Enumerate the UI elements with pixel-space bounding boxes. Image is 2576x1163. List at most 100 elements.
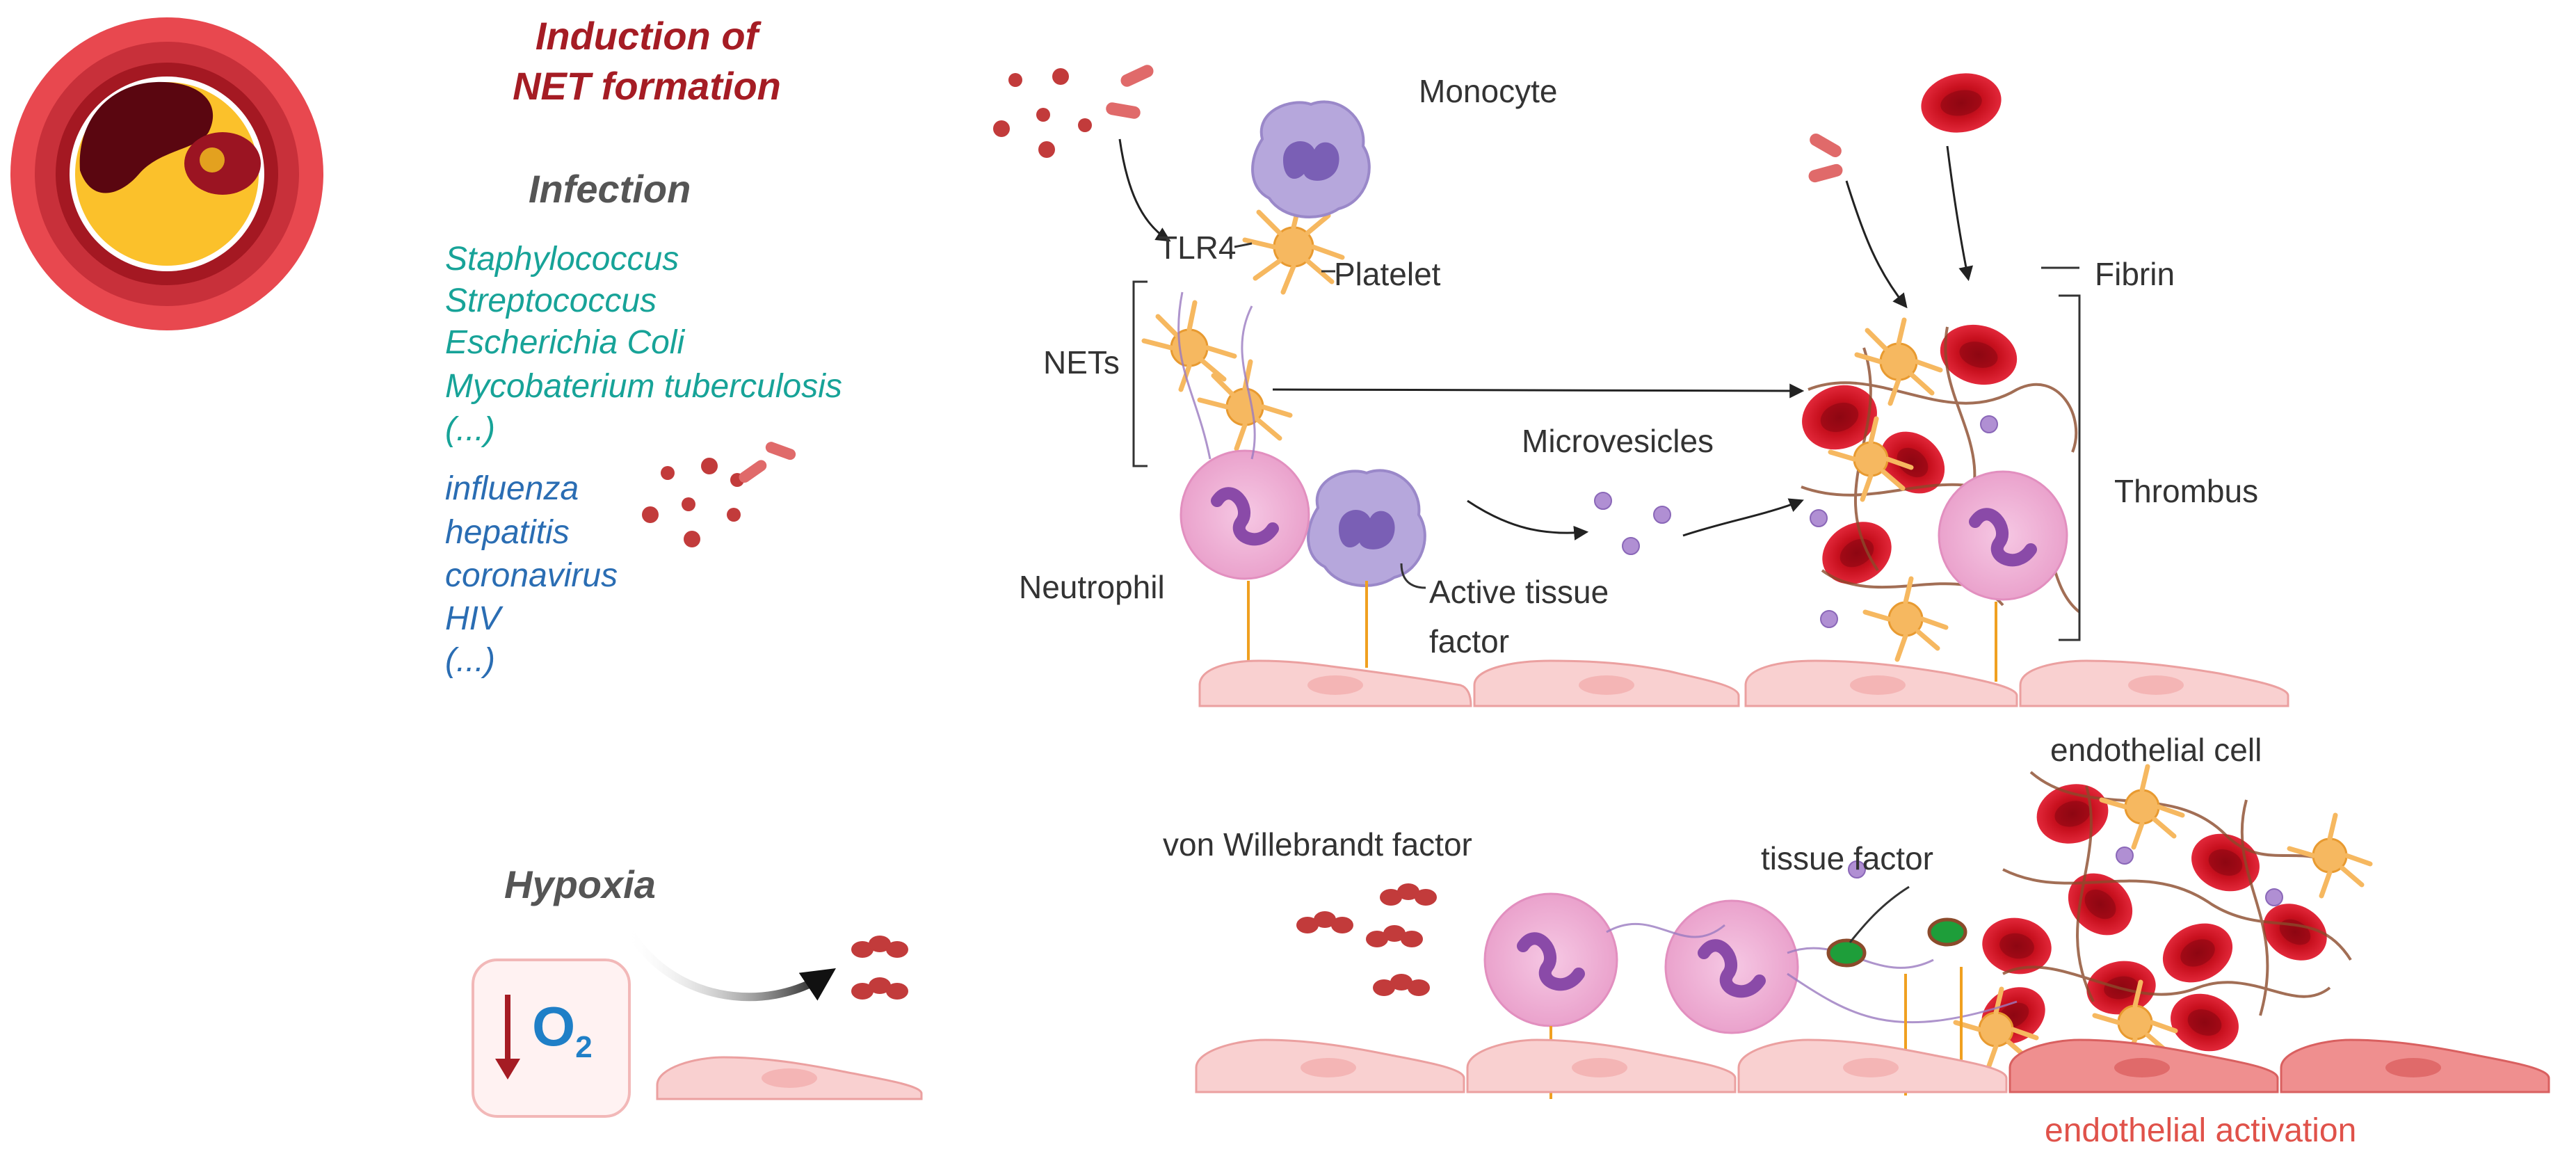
brackets [1132, 242, 2081, 943]
platelet-icon [2099, 764, 2185, 850]
microvesicle-icon [1848, 860, 1866, 879]
vwf-label: von Willebrandt factor [1163, 826, 1472, 863]
virus-item: (...) [445, 642, 495, 679]
thrombus-label: Thrombus [2114, 473, 2259, 509]
neutrophil-icon [1938, 470, 2068, 601]
down-arrow-icon [495, 995, 520, 1080]
endothelial-cell-icon [1744, 659, 2018, 707]
microvesicle-icon [1622, 537, 1640, 555]
tissue-factor-leader [1849, 885, 1910, 943]
monocyte-icon [1307, 469, 1426, 587]
vwf-icon [1373, 974, 1430, 996]
microvesicle-icon [1810, 509, 1828, 527]
arrow-microvesicles-to-thrombus [1682, 498, 1804, 537]
neutrophil-icon [1180, 449, 1310, 580]
monocytes [1251, 100, 1426, 587]
microvesicle-icon [1653, 506, 1671, 524]
platelet-icon [1862, 576, 1949, 662]
virus-item: coronavirus [445, 557, 618, 594]
platelets [1141, 195, 2373, 1073]
vwf-multimers [851, 883, 1437, 1000]
rbc-icon [1880, 431, 1945, 494]
title-line-2: NET formation [513, 64, 781, 108]
arrow-monocyte-to-microvesicles [1467, 499, 1589, 540]
rbc-icon [1802, 385, 1877, 450]
rbc-icon [1940, 324, 2018, 385]
rbc-icon [2068, 873, 2133, 936]
platelet-icon [1953, 986, 2039, 1073]
bacteria-item: Staphylococcus [445, 241, 679, 278]
platelet-icon [1242, 195, 1345, 295]
rbc-icon [2171, 993, 2239, 1052]
neutrophil-label: Neutrophil [1019, 569, 1165, 605]
active-tissue-factor-label-line-1: Active tissue [1429, 574, 1609, 610]
title-line-1: Induction of [535, 14, 759, 58]
microvesicles [1594, 415, 2283, 906]
neutrophil-icon [1664, 899, 1799, 1034]
rbc-icon [2263, 904, 2327, 961]
arrows [1118, 138, 1974, 540]
tissue-factor-label: tissue factor [1761, 840, 1933, 876]
thrombus-bracket [2059, 294, 2081, 641]
endothelial-cell-icon [2019, 659, 2289, 707]
vwf-icon [1296, 911, 1353, 933]
vwf-icon [1380, 883, 1437, 906]
arrow-bacteria-to-thrombus [1845, 180, 1908, 309]
vwf-icon [1366, 925, 1423, 947]
microvesicle-icon [1820, 610, 1838, 628]
microvesicle-icon [1594, 492, 1612, 510]
rbc-icon [1982, 917, 2052, 974]
bacteria-item: Streptococcus [445, 282, 657, 319]
monocyte-icon [1251, 100, 1371, 218]
endothelial-cell-icon [1198, 659, 1472, 707]
fibrin-label: Fibrin [2095, 256, 2175, 292]
vwf-icon [851, 936, 908, 958]
platelet-icon [1828, 416, 1914, 502]
bacteria-item: Mycobaterium tuberculosis [445, 368, 842, 405]
endothelial-cell-icon [656, 1056, 923, 1100]
nets-bracket [1132, 280, 1148, 467]
virus-item: hepatitis [445, 514, 570, 551]
nets-label: NETs [1043, 344, 1120, 380]
microvesicle-icon [2265, 888, 2283, 906]
endothelial-cell-label: endothelial cell [2050, 732, 2262, 768]
microvesicle-icon [2116, 847, 2134, 865]
neutrophils [1180, 449, 2068, 1034]
tissue-factor-icon [1826, 938, 1867, 968]
active-tissue-factor-leader [1400, 563, 1426, 589]
rbc-icon [1822, 522, 1892, 584]
hypoxia-heading: Hypoxia [504, 863, 656, 906]
tissue-factor-icon [1927, 917, 1967, 947]
microvesicle-icon [1980, 415, 1998, 433]
o2-label: O2 [532, 995, 593, 1064]
neutrophil-icon [1483, 892, 1618, 1027]
tlr4-leader [1234, 242, 1253, 248]
platelet-icon [1141, 300, 1237, 392]
endothelial-cell-icon [1473, 659, 1740, 707]
endothelial-cell-icon [1466, 1038, 1737, 1093]
tissue-factor-markers [1826, 917, 1967, 968]
bacteria-icon [739, 442, 796, 483]
rbc-icon [2036, 784, 2109, 844]
hypoxia-arrow [622, 923, 836, 1002]
virus-item: influenza [445, 470, 579, 507]
platelet-icon [2092, 979, 2178, 1066]
activated-endothelial-cell-icon [2009, 1038, 2279, 1093]
activated-endothelial-cell-icon [2280, 1038, 2550, 1093]
endothelium-bottom [656, 1038, 2550, 1100]
platelet-label: Platelet [1334, 256, 1441, 292]
virus-item: HIV [445, 600, 501, 637]
pathogens [642, 65, 1843, 547]
endothelial-cell-icon [1737, 1038, 2008, 1093]
vessel-cross-section-icon [10, 17, 323, 330]
arrow-pathogens-to-tlr4 [1118, 138, 1171, 242]
tlr4-label: TLR4 [1158, 230, 1237, 266]
vwf-icon [851, 977, 908, 1000]
bacteria-item: (...) [445, 411, 495, 448]
monocyte-label: Monocyte [1419, 73, 1558, 109]
virus-icon [993, 68, 1092, 158]
active-tissue-factor-label-line-2: factor [1429, 623, 1510, 659]
microvesicles-label: Microvesicles [1522, 423, 1714, 459]
platelet-icon [1854, 317, 1943, 406]
